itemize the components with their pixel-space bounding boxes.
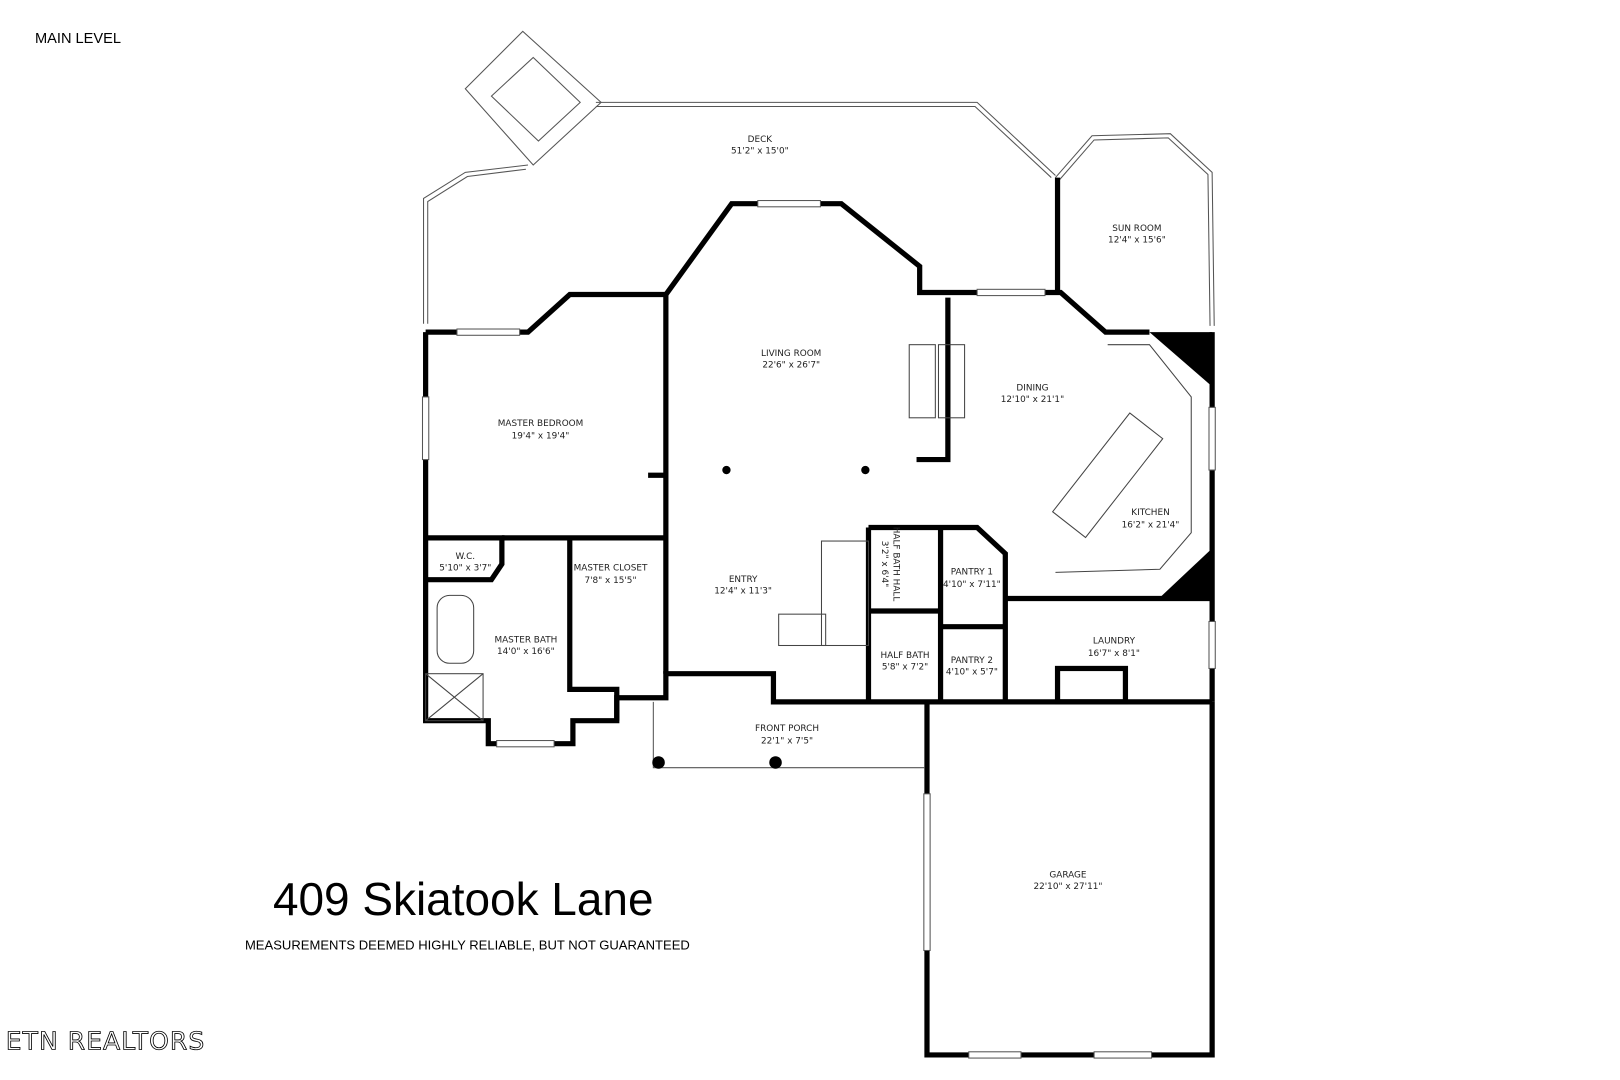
svg-text:12'4" x 15'6": 12'4" x 15'6" — [1108, 235, 1166, 245]
svg-text:SUN ROOM: SUN ROOM — [1112, 224, 1161, 234]
svg-text:51'2" x 15'0": 51'2" x 15'0" — [731, 147, 789, 157]
svg-text:LAUNDRY: LAUNDRY — [1093, 636, 1136, 646]
svg-text:16'2" x 21'4": 16'2" x 21'4" — [1122, 520, 1180, 530]
svg-text:LIVING ROOM: LIVING ROOM — [761, 349, 821, 359]
svg-text:W.C.: W.C. — [456, 552, 476, 562]
room-wc: W.C.5'10" x 3'7" — [439, 552, 491, 573]
svg-text:DECK: DECK — [748, 135, 773, 145]
svg-text:14'0" x 16'6": 14'0" x 16'6" — [497, 647, 555, 657]
svg-text:3'2" x 6'4": 3'2" x 6'4" — [879, 541, 889, 587]
svg-text:ENTRY: ENTRY — [729, 575, 758, 585]
front-porch-outline — [652, 701, 925, 769]
room-deck: DECK 51'2" x 15'0" — [731, 135, 789, 156]
level-label: MAIN LEVEL — [35, 31, 121, 47]
svg-text:16'7" x 8'1": 16'7" x 8'1" — [1088, 649, 1140, 659]
room-pantry-2: PANTRY 2 4'10" x 5'7" — [946, 656, 998, 677]
interior-walls — [425, 297, 1213, 721]
svg-text:19'4" x 19'4": 19'4" x 19'4" — [512, 432, 570, 442]
svg-text:MASTER CLOSET: MASTER CLOSET — [574, 563, 648, 573]
svg-text:PANTRY 1: PANTRY 1 — [951, 567, 993, 577]
svg-text:DINING: DINING — [1016, 384, 1048, 394]
svg-text:5'8" x 7'2": 5'8" x 7'2" — [882, 663, 928, 673]
room-front-porch: FRONT PORCH 22'1" x 7'5" — [755, 724, 819, 747]
room-half-bath: HALF BATH 5'8" x 7'2" — [881, 651, 930, 672]
sun-room-walls — [1054, 133, 1215, 326]
svg-text:4'10" x 5'7": 4'10" x 5'7" — [946, 668, 998, 678]
room-kitchen: KITCHEN 16'2" x 21'4" — [1122, 508, 1180, 531]
room-master-closet: MASTER CLOSET 7'8" x 15'5" — [574, 563, 648, 586]
svg-text:12'4" x 11'3": 12'4" x 11'3" — [714, 586, 772, 596]
svg-text:MASTER BEDROOM: MASTER BEDROOM — [498, 419, 584, 429]
disclaimer: MEASUREMENTS DEEMED HIGHLY RELIABLE, BUT… — [245, 937, 690, 952]
fixtures — [425, 344, 1192, 722]
svg-text:PANTRY 2: PANTRY 2 — [951, 656, 993, 666]
svg-text:22'10" x 27'11": 22'10" x 27'11" — [1033, 882, 1102, 892]
windows — [421, 200, 1216, 1059]
svg-text:HALF BATH: HALF BATH — [881, 651, 930, 661]
svg-text:MASTER BATH: MASTER BATH — [494, 635, 557, 645]
room-pantry-1: PANTRY 1 4'10" x 7'11" — [943, 567, 1001, 590]
svg-text:22'6" x 26'7": 22'6" x 26'7" — [762, 361, 820, 371]
svg-text:GARAGE: GARAGE — [1049, 870, 1086, 880]
exterior-walls — [423, 201, 1215, 1058]
room-master-bedroom: MASTER BEDROOM 19'4" x 19'4" — [498, 419, 584, 442]
svg-text:5'10" x 3'7": 5'10" x 3'7" — [439, 563, 491, 573]
svg-text:12'10" x 21'1": 12'10" x 21'1" — [1001, 395, 1064, 405]
svg-text:7'8" x 15'5": 7'8" x 15'5" — [584, 576, 636, 586]
brand-logo: ETN REALTORS — [6, 1027, 206, 1056]
room-master-bath: MASTER BATH 14'0" x 16'6" — [494, 635, 557, 656]
svg-text:FRONT PORCH: FRONT PORCH — [755, 724, 819, 734]
svg-text:22'1" x 7'5": 22'1" x 7'5" — [761, 737, 813, 747]
room-garage: GARAGE 22'10" x 27'11" — [1033, 870, 1102, 891]
svg-text:KITCHEN: KITCHEN — [1131, 508, 1169, 518]
svg-text:HALF BATH HALL: HALF BATH HALL — [891, 527, 901, 602]
room-living-room: LIVING ROOM 22'6" x 26'7" — [761, 349, 821, 370]
address-title: 409 Skiatook Lane — [273, 873, 654, 925]
room-laundry: LAUNDRY 16'7" x 8'1" — [1088, 636, 1140, 659]
svg-text:4'10" x 7'11": 4'10" x 7'11" — [943, 580, 1001, 590]
deck-outline — [423, 30, 1056, 324]
